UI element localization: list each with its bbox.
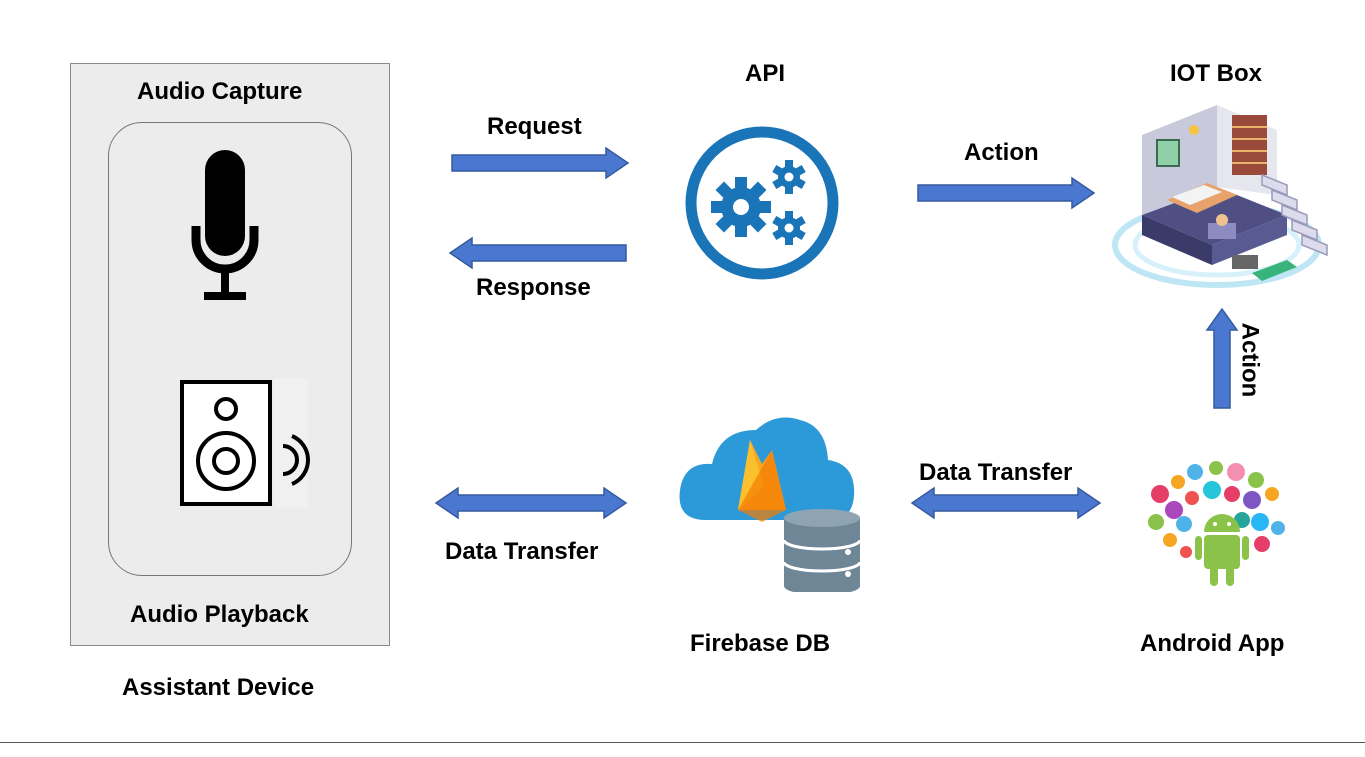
- request-label: Request: [487, 113, 582, 140]
- audio-capture-label: Audio Capture: [137, 78, 303, 105]
- request-arrow: [451, 146, 630, 180]
- iot-house-icon: [1112, 105, 1328, 288]
- api-gears-icon: [685, 126, 839, 280]
- api-label: API: [745, 60, 786, 87]
- action-arrow-android-to-iot: [1205, 307, 1239, 409]
- response-arrow: [448, 236, 627, 270]
- iot-box-label: IOT Box: [1170, 60, 1263, 87]
- firebase-db-label: Firebase DB: [690, 630, 831, 657]
- data-transfer-label-right: Data Transfer: [919, 459, 1073, 486]
- assistant-device-label: Assistant Device: [122, 674, 315, 701]
- data-transfer-arrow-left: [434, 486, 628, 520]
- bottom-divider: [0, 742, 1365, 743]
- audio-io-panel: [108, 122, 352, 576]
- action-arrow-api-to-iot: [917, 176, 1096, 210]
- audio-playback-label: Audio Playback: [130, 601, 309, 628]
- android-app-icon: [1148, 461, 1285, 586]
- microphone-icon: [191, 150, 259, 300]
- action-label-top: Action: [964, 139, 1039, 166]
- data-transfer-arrow-right: [910, 486, 1102, 520]
- android-app-label: Android App: [1140, 630, 1285, 657]
- speaker-icon: [180, 378, 310, 508]
- data-transfer-label-left: Data Transfer: [445, 538, 599, 565]
- response-label: Response: [476, 274, 591, 301]
- firebase-cloud-db-icon: [679, 417, 862, 592]
- action-label-vertical: Action: [1236, 322, 1264, 398]
